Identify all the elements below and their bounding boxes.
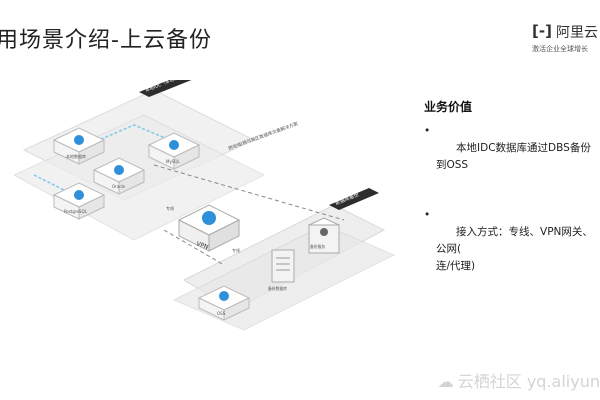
node-postgresql: PostgreSQL [52,182,106,220]
node-backup-db: 备份数据库 [268,249,295,291]
node-oracle: Oracle [92,157,146,195]
node-postgresql-label: PostgreSQL [64,209,88,214]
business-value-item: • 本地IDC数据库通过DBS备份到OSS [418,123,600,191]
node-backup-service-label: 备份服务 [310,244,325,249]
watermark-text: 云栖社区 yq.aliyun [457,372,600,391]
business-value-item-text: 接入方式：专线、VPN网关、公网( 连/代理) [436,226,593,272]
business-value-list: • 本地IDC数据库通过DBS备份到OSS • 接入方式：专线、VPN网关、公网( … [418,123,600,292]
node-oss-label: OSS [217,311,226,316]
vpn-icon [202,211,216,225]
cloud-watermark-icon: ☁ [437,372,454,391]
business-value-item-text: 本地IDC数据库通过DBS备份到OSS [436,142,591,171]
watermark: ☁云栖社区 yq.aliyun [438,368,600,392]
node-mysql: MySQL [147,132,201,170]
node-backup-service: 备份服务 [307,217,341,254]
dashed-vpn-link [163,229,225,266]
backup-architecture-diagram: 本地IDC（本地数据库） 数据库备份 跨地域/跨可用区数据库灾备解决方案 本地数… [14,80,396,331]
node-vpn: VPN [177,204,241,252]
logo-mark-icon: [-] [532,22,552,40]
node-vpn-label: VPN [195,240,209,251]
gear-icon [320,228,328,236]
logo-name: 阿里云 [556,25,598,41]
dashed-backup-path [153,164,345,221]
link-label-right: 专线 [232,247,240,253]
node-backup-db-label: 备份数据库 [268,286,287,291]
node-mysql-label: MySQL [166,159,181,164]
business-value-item: • 接入方式：专线、VPN网关、公网( 连/代理) [418,207,600,292]
logo-slogan: 激活企业全球增长 [532,45,588,53]
node-oss: OSS [197,285,251,321]
bullet-icon: • [424,209,431,221]
local-idc-tag: 本地IDC（本地数据库） [139,80,192,97]
oss-icon [219,291,229,301]
node-oracle-label: Oracle [112,184,126,189]
node-local-db-label: 本地数据库 [66,153,86,159]
aliyun-logo: [-] 阿里云 激活企业全球增长 [530,20,600,62]
business-value-heading: 业务价值 [424,100,473,114]
node-local-db: 本地数据库 [52,127,106,165]
db-icon [74,135,84,145]
oracle-icon [114,165,124,175]
link-label-left: 专线 [166,205,174,211]
mysql-icon [169,140,179,150]
cloud-tag: 数据库备份 [329,188,379,210]
page-title: 用场景介绍-上云备份 [0,28,212,53]
bullet-icon: • [424,125,431,137]
business-value-panel: 业务价值 • 本地IDC数据库通过DBS备份到OSS • 接入方式：专线、VPN网关… [418,98,600,308]
postgresql-icon [74,190,84,200]
